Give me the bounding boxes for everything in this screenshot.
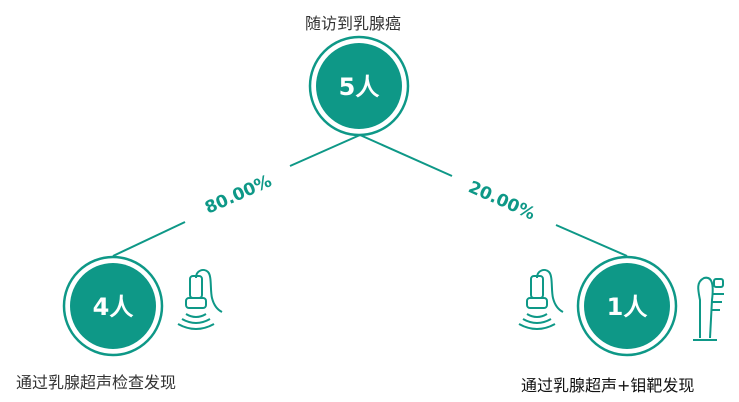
right-label: 通过乳腺超声+钼靶发现 xyxy=(521,376,695,395)
right-percent: 20.00% xyxy=(465,177,538,224)
right-count: 1人 xyxy=(607,293,648,321)
right-node: 1人 xyxy=(576,255,678,357)
left-count: 4人 xyxy=(93,293,134,321)
connector-left-upper xyxy=(289,134,361,167)
root-count: 5人 xyxy=(339,73,380,101)
ultrasound-probe-icon xyxy=(518,269,564,330)
connector-left-lower xyxy=(112,221,186,257)
ultrasound-probe-icon xyxy=(177,269,223,330)
mammography-machine-icon xyxy=(693,276,724,341)
root-node: 5人 xyxy=(308,35,410,137)
left-label: 通过乳腺超声检查发现 xyxy=(16,373,177,392)
left-percent: 80.00% xyxy=(202,171,275,218)
left-node: 4人 xyxy=(62,255,164,357)
root-title: 随访到乳腺癌 xyxy=(305,14,402,33)
connector-right-upper xyxy=(359,134,453,177)
connector-right-lower xyxy=(555,224,628,257)
